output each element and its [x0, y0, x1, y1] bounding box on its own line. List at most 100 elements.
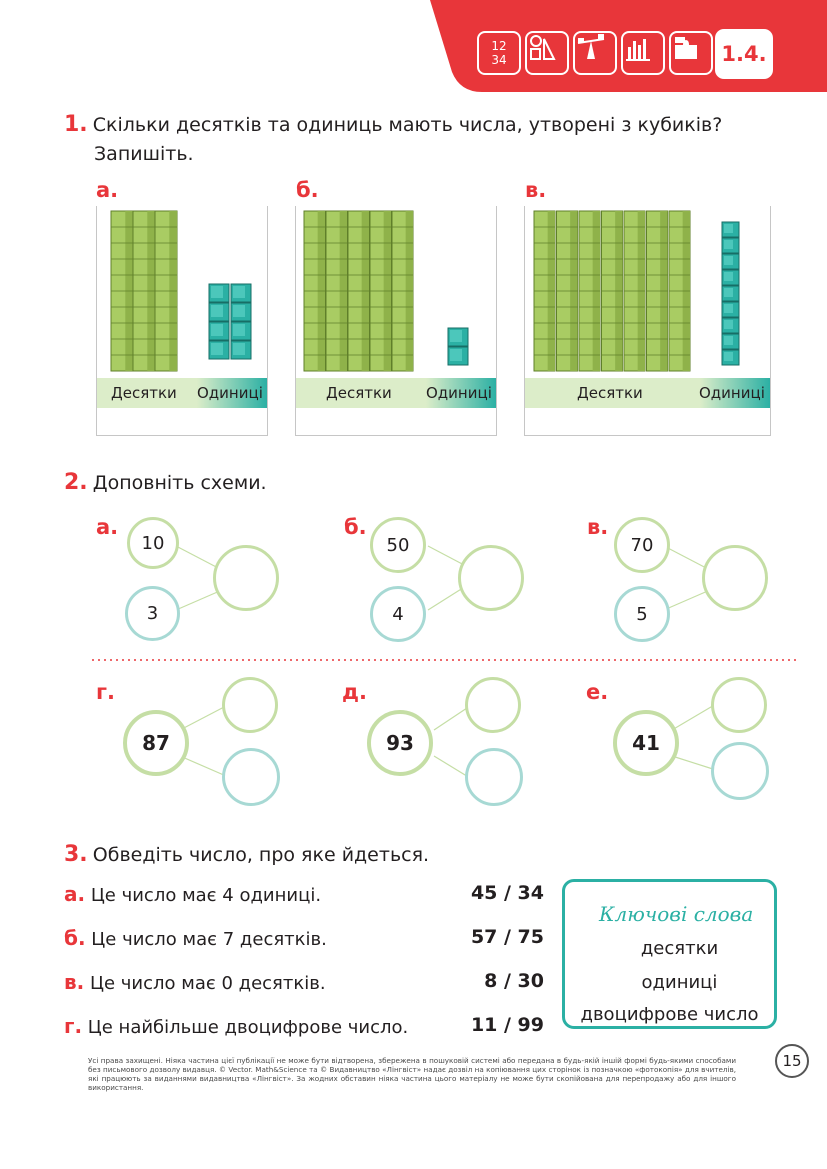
task3-row-a-text: Це число має 4 одиниці.: [90, 885, 322, 906]
ten-rod: [578, 210, 601, 372]
one-cube: [721, 333, 740, 350]
scheme-c-ones-circle: 5: [614, 586, 670, 642]
ten-rod: [154, 210, 178, 372]
numbers-icon: 12 34: [477, 31, 521, 75]
task3-text: Обведіть число, про яке йдеться.: [92, 844, 430, 866]
task3-row-d: г. Це найбільше двоцифрове число. 11 / 9…: [64, 1014, 544, 1044]
task3-row-b-letter: б.: [64, 926, 86, 950]
numbers-icon-top: 12: [491, 39, 507, 53]
task3-row-c: в. Це число має 0 десятків. 8 / 30: [64, 970, 544, 1000]
panel-b-tens-label: Десятки: [326, 384, 392, 402]
ten-rod: [347, 210, 370, 372]
blocks-c: [533, 210, 740, 372]
task1-text-line1: Скільки десятків та одиниць мають числа,…: [92, 114, 723, 136]
scheme-connectors: [92, 545, 800, 779]
task3-number: 3.: [64, 842, 88, 867]
scheme-e-tens-circle[interactable]: [711, 677, 767, 733]
ten-rod: [533, 210, 556, 372]
task1-panel-a: Десятки Одиниці: [96, 206, 268, 436]
task2-heading: 2. Доповніть схеми.: [64, 470, 267, 495]
scheme-e-ones-circle[interactable]: [711, 742, 769, 800]
one-cube: [230, 302, 252, 322]
ten-rod: [110, 210, 134, 372]
scheme-c-answer-circle[interactable]: [702, 545, 768, 611]
task1-panel-c: Десятки Одиниці: [524, 206, 771, 436]
task1-letter-a: а.: [96, 178, 119, 202]
scheme-c-tens-circle: 70: [614, 517, 670, 573]
one-cube: [721, 269, 740, 286]
task3-row-a: а. Це число має 4 одиниці. 45 / 34: [64, 882, 544, 912]
one-cube: [230, 283, 252, 303]
scheme-d-ones-circle[interactable]: [465, 748, 523, 806]
lesson-number: 1.4.: [715, 29, 773, 79]
scheme-b-ones-circle: 4: [370, 586, 426, 642]
task2-letter-c: в.: [587, 515, 609, 539]
scheme-d-tens-circle[interactable]: [465, 677, 521, 733]
task3-heading: 3. Обведіть число, про яке йдеться.: [64, 842, 429, 867]
ten-rod: [623, 210, 646, 372]
ten-rod: [303, 210, 326, 372]
one-cube: [208, 302, 230, 322]
bar-chart-icon: [621, 31, 665, 75]
ten-rod: [391, 210, 414, 372]
keywords-title: Ключові слова: [599, 902, 754, 926]
one-cube: [208, 321, 230, 341]
blocks-a: [110, 210, 252, 372]
task3-row-d-letter: г.: [64, 1014, 83, 1038]
scheme-g-tens-circle[interactable]: [222, 677, 278, 733]
keyword-tens: десятки: [640, 938, 719, 959]
one-cube: [208, 283, 230, 303]
ten-rod: [668, 210, 691, 372]
task1-letter-c: в.: [525, 178, 547, 202]
task2-letter-b: б.: [344, 515, 367, 539]
shapes-icon: [525, 31, 569, 75]
task3-row-c-options[interactable]: 8 / 30: [484, 970, 544, 992]
one-cube: [721, 317, 740, 334]
header-band: 12 34 1.4.: [430, 0, 827, 92]
task1-number: 1.: [64, 112, 88, 137]
task2-letter-d: д.: [342, 680, 367, 704]
task3-row-a-options[interactable]: 45 / 34: [470, 882, 544, 904]
task3-row-c-letter: в.: [64, 970, 85, 994]
keywords-box: Ключові слова десятки одиниці двоцифрове…: [562, 879, 777, 1029]
one-cube: [721, 285, 740, 302]
task3-row-d-options[interactable]: 11 / 99: [470, 1014, 544, 1036]
scheme-g-ones-circle[interactable]: [222, 748, 280, 806]
task2-letter-g: г.: [96, 680, 115, 704]
task3-row-b: б. Це число має 7 десятків. 57 / 75: [64, 926, 544, 956]
task3-row-b-options[interactable]: 57 / 75: [470, 926, 544, 948]
scheme-b-tens-circle: 50: [370, 517, 426, 573]
task3-row-d-text: Це найбільше двоцифрове число.: [87, 1017, 409, 1038]
panel-a-tens-label: Десятки: [111, 384, 177, 402]
one-cube: [447, 327, 469, 347]
task1-text-line2: Запишіть.: [94, 143, 194, 165]
task2-text: Доповніть схеми.: [92, 472, 267, 494]
one-cube: [721, 237, 740, 254]
panel-c-band: [525, 378, 770, 408]
scheme-g-number-circle: 87: [123, 710, 189, 776]
copyright-notice: Усі права захищені. Ніяка частина цієї п…: [88, 1056, 736, 1092]
page-number: 15: [775, 1044, 809, 1078]
one-cube: [208, 340, 230, 360]
scheme-a-tens-circle: 10: [127, 517, 179, 569]
task2-letter-e: е.: [586, 680, 609, 704]
panel-b-band: [296, 378, 496, 408]
scales-icon: [573, 31, 617, 75]
one-cube: [721, 301, 740, 318]
panel-a-ones-label: Одиниці: [197, 384, 263, 402]
ten-rod: [556, 210, 578, 372]
numbers-icon-bottom: 34: [491, 53, 507, 67]
task3-row-a-letter: а.: [64, 882, 86, 906]
ten-rod: [601, 210, 623, 372]
task2-number: 2.: [64, 470, 88, 495]
scheme-a-answer-circle[interactable]: [213, 545, 279, 611]
scheme-b-answer-circle[interactable]: [458, 545, 524, 611]
task3-row-b-text: Це число має 7 десятків.: [91, 929, 327, 950]
one-cube: [230, 340, 252, 360]
one-cube: [447, 346, 469, 366]
ten-rod: [369, 210, 392, 372]
ten-rod: [325, 210, 348, 372]
puzzle-icon: [669, 31, 713, 75]
task1-letter-b: б.: [296, 178, 319, 202]
task1-heading: 1. Скільки десятків та одиниць мають чис…: [64, 112, 722, 137]
